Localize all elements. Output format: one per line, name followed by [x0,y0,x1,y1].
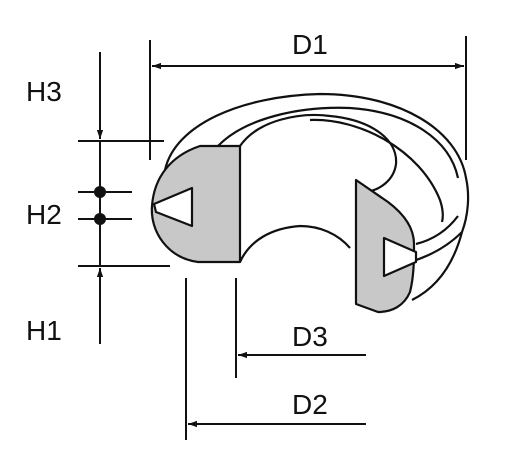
label-d3: D3 [292,321,328,352]
inner-hole-groove [309,118,444,223]
label-h3: H3 [26,76,62,107]
label-h2: H2 [26,199,62,230]
right-section-slot [382,236,418,278]
outer-rim-lower-right [411,231,464,301]
left-section-fill [150,144,242,264]
label-d2: D2 [292,389,328,420]
bore-curve [238,224,351,263]
h2-dot-upper [94,186,106,198]
label-d1: D1 [292,29,328,60]
outer-groove [217,106,460,179]
right-cross-section [354,178,418,314]
left-section-slot [152,186,194,228]
inner-hole-top [239,113,398,194]
outer-rim-top [163,92,470,233]
h2-dot-lower [94,213,106,225]
outer-groove-lower-2 [415,215,459,246]
label-h1: H1 [26,315,62,346]
left-cross-section [150,144,242,264]
grommet-body [163,92,470,301]
